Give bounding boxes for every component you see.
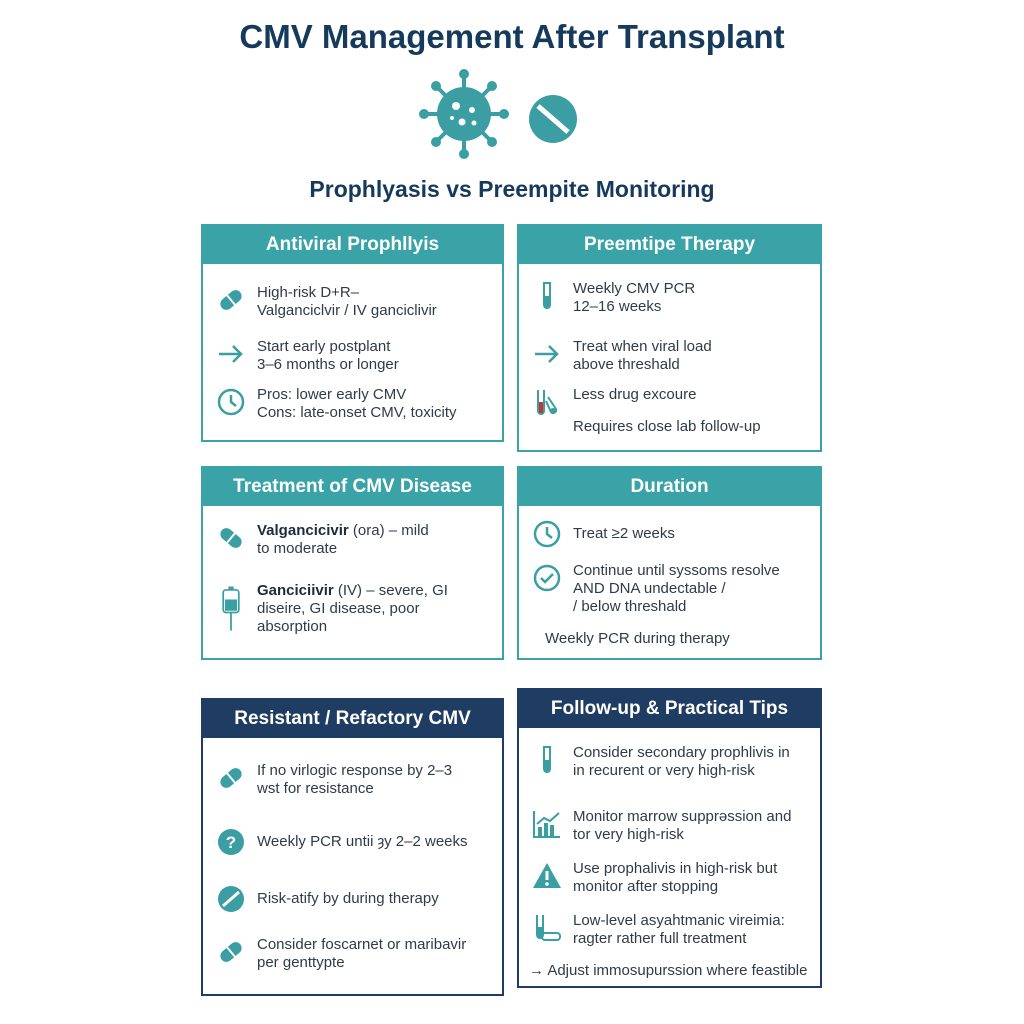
list-item: Low-level asyahtmanic vireimia:ragter ra… xyxy=(531,912,812,948)
list-item: Treat ≥2 weeks xyxy=(531,518,812,550)
clock-icon xyxy=(531,518,563,550)
item-text: 3–6 months or longer xyxy=(257,356,399,373)
item-text: wst for resistance xyxy=(257,780,374,797)
item-text: Weekly PCR untii ȝy 2–2 weeks xyxy=(257,833,468,850)
arrow-right-icon xyxy=(215,338,247,370)
item-text: per genttypte xyxy=(257,954,345,971)
followup-card: Follow-up & Practical Tips Consider seco… xyxy=(517,688,822,988)
prophylaxis-card: Antiviral Prophllyis High-risk D+R–Valga… xyxy=(201,224,504,442)
treatment-card: Treatment of CMV Disease Valgancicivir (… xyxy=(201,466,504,660)
item-text: diseire, GI disease, poor xyxy=(257,600,420,617)
card-heading: Follow-up & Practical Tips xyxy=(519,690,820,728)
card-heading: Treatment of CMV Disease xyxy=(203,468,502,506)
item-text: (ora) – mild xyxy=(348,522,429,539)
pill-icon xyxy=(529,95,577,143)
item-text: Consider secondary prophlivis in xyxy=(573,744,790,761)
list-item: Valgancicivir (ora) – mild to moderate xyxy=(215,522,494,558)
list-item: ? Weekly PCR untii ȝy 2–2 weeks xyxy=(215,826,494,858)
item-text: Monitor marrow supprəssion and xyxy=(573,808,792,825)
item-text: Low-level asyahtmanic vireimia: xyxy=(573,912,785,929)
page-subtitle: Prophlyasis vs Preempite Monitoring xyxy=(309,176,715,202)
test-tube-icon xyxy=(531,744,563,776)
test-tube-icon xyxy=(531,280,563,312)
item-text: (IV) – severe, GI xyxy=(333,582,448,599)
page-title: CMV Management After Transplant xyxy=(239,18,785,55)
item-text: High-risk D+R– xyxy=(257,284,360,301)
clock-icon xyxy=(215,386,247,418)
item-text: AND DNA undectable / xyxy=(573,580,726,597)
item-text: Start early postplant xyxy=(257,338,391,355)
drug-name: Valgancicivir xyxy=(257,522,349,539)
list-item: Risk-atify by during therapy xyxy=(215,883,494,915)
item-text: monitor after stopping xyxy=(573,878,719,895)
card-heading: Antiviral Prophllyis xyxy=(203,226,502,264)
item-text: Use prophalivis in high-risk but xyxy=(573,860,778,877)
virus-icon xyxy=(419,69,509,159)
item-text: above threshald xyxy=(573,356,680,373)
test-tubes-icon xyxy=(531,912,563,944)
item-text: ragter rather full treatment xyxy=(573,930,747,947)
iv-bag-icon xyxy=(215,582,247,636)
card-heading: Preemtipe Therapy xyxy=(519,226,820,264)
card-footer-text: Requires close lab follow-up xyxy=(573,418,761,435)
item-text: Treat ≥2 weeks xyxy=(573,525,675,542)
item-text: absorption xyxy=(257,618,328,635)
svg-text:?: ? xyxy=(226,833,236,852)
capsule-icon xyxy=(215,936,247,968)
item-text: Less drug excoure xyxy=(573,386,697,403)
drug-name: Ganciciivir xyxy=(257,582,334,599)
list-item: High-risk D+R–Valganciclvir / IV gancicl… xyxy=(215,284,494,320)
item-text: tor very high-risk xyxy=(573,826,684,843)
test-tubes-icon xyxy=(531,386,563,418)
arrow-right-icon xyxy=(531,338,563,370)
item-text: Weekly CMV PCR xyxy=(573,280,696,297)
item-text: Risk-atify by during therapy xyxy=(257,890,439,907)
item-text: in recurent or very high-risk xyxy=(573,762,755,779)
capsule-icon xyxy=(215,762,247,794)
duration-card: Duration Treat ≥2 weeks Continue until s… xyxy=(517,466,822,660)
item-text: Consider foscarnet or maribavir xyxy=(257,936,467,953)
card-footer-text: Weekly PCR during therapy xyxy=(545,630,730,647)
capsule-icon xyxy=(215,522,247,554)
warning-icon xyxy=(531,860,563,892)
item-text: Continue until syssoms resolve xyxy=(573,562,780,579)
check-circle-icon xyxy=(531,562,563,594)
question-icon: ? xyxy=(215,826,247,858)
item-text: Pros: lower early CMV xyxy=(257,386,407,403)
chart-icon xyxy=(531,808,563,840)
item-text: Cons: late-onset CMV, toxicity xyxy=(257,404,457,421)
card-heading: Resistant / Refactory CMV xyxy=(203,700,502,738)
item-text: to moderate xyxy=(257,540,338,557)
item-text: If no virlogic response by 2–3 xyxy=(257,762,453,779)
resistant-card: Resistant / Refactory CMV If no virlogic… xyxy=(201,698,504,996)
card-footer-text: → Adjust immosupurssion where feastible xyxy=(529,962,808,979)
list-item: Less drug excoure xyxy=(531,386,812,418)
no-entry-icon xyxy=(215,883,247,915)
item-text: Treat when viral load xyxy=(573,338,712,355)
item-text: / below threshald xyxy=(573,598,687,615)
item-text: Valganciclvir / IV ganciclivir xyxy=(257,302,437,319)
card-heading: Duration xyxy=(519,468,820,506)
item-text: 12–16 weeks xyxy=(573,298,662,315)
capsule-icon xyxy=(215,284,247,316)
